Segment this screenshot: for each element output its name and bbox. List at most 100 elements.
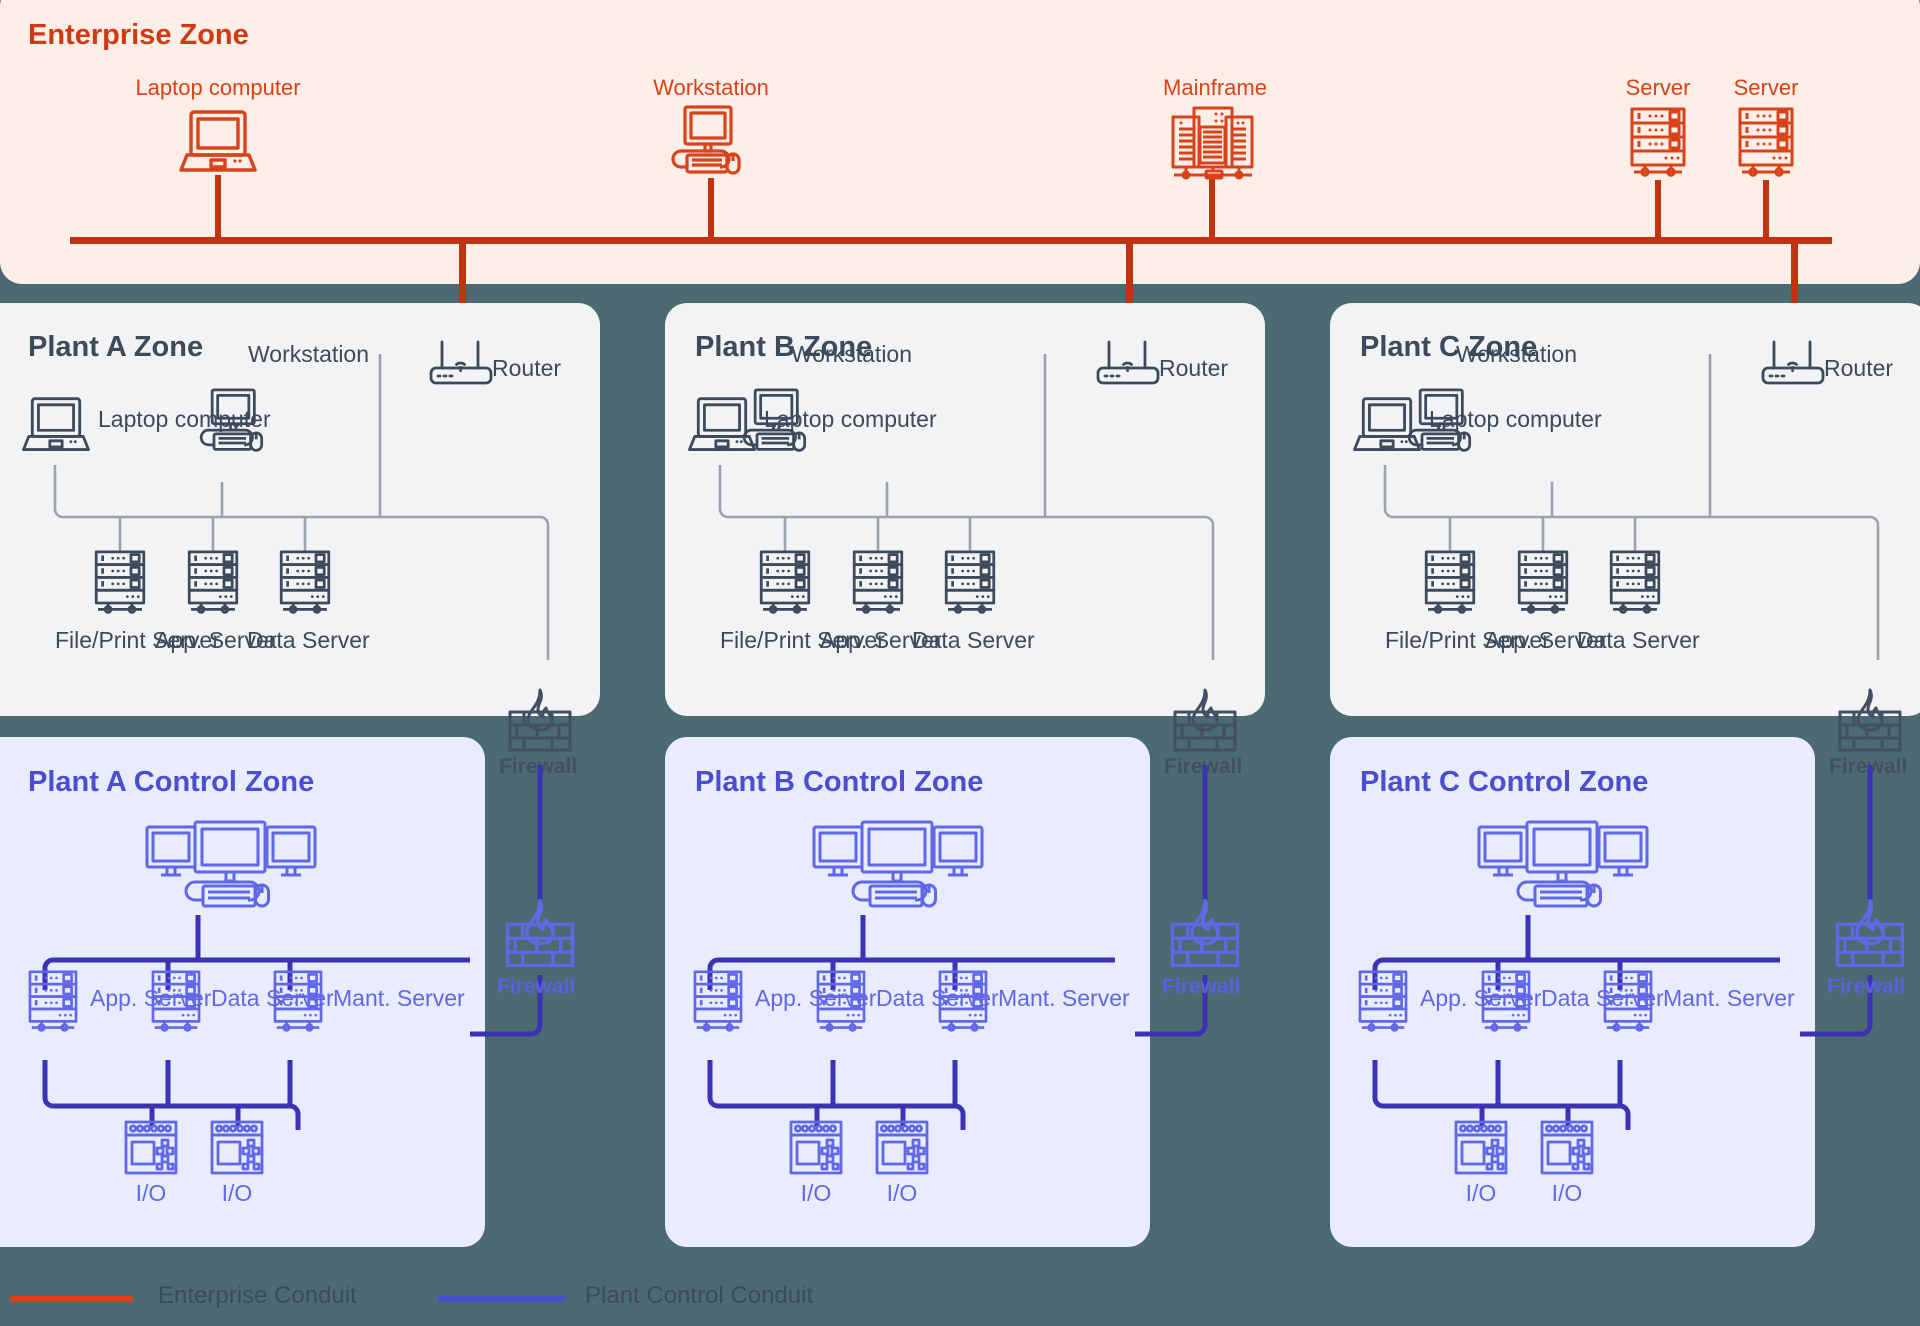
plant-a-control-server-label-2: Mant. Server [333, 985, 465, 1011]
server-icon [753, 550, 817, 614]
legend-label-control: Plant Control Conduit [585, 1282, 814, 1309]
firewall-icon [1166, 898, 1244, 970]
plant-a-workstation-label: Workstation [248, 341, 370, 367]
server-icon [88, 550, 152, 614]
multi-monitor-workstation-icon [1477, 820, 1652, 915]
server-icon [267, 970, 329, 1032]
plant-a-zone-panel [0, 303, 600, 716]
firewall-icon [1834, 688, 1906, 754]
plant-a-control-zone-title: Plant A Control Zone [28, 766, 315, 798]
server-icon [1731, 107, 1801, 177]
server-icon [22, 970, 84, 1032]
plant-a-io-label-0: I/O [135, 1180, 167, 1206]
server-icon [810, 970, 872, 1032]
plant-a-io-label-1: I/O [221, 1180, 253, 1206]
router-icon [428, 340, 494, 388]
plant-c-workstation-label: Workstation [1456, 341, 1578, 367]
enterprise-node-label-server-2: Server [1733, 75, 1799, 100]
enterprise-drop-plant-b [1126, 240, 1133, 315]
io-module-icon [1538, 1120, 1596, 1178]
multi-monitor-workstation-icon [145, 820, 320, 915]
plant-b-control-zone-title: Plant B Control Zone [695, 766, 984, 798]
plant-a-zone-title: Plant A Zone [28, 331, 204, 363]
plant-c-server-label-2: Data Server [1577, 627, 1700, 653]
plant-c-router-label: Router [1824, 355, 1894, 381]
enterprise-node-label-server-1: Server [1625, 75, 1691, 100]
enterprise-node-label-workstation: Workstation [653, 75, 769, 100]
server-icon [1475, 970, 1537, 1032]
plant-b-router-label: Router [1159, 355, 1229, 381]
laptop-icon [1351, 395, 1423, 455]
plant-c-io-label-0: I/O [1465, 1180, 1497, 1206]
legend-swatch-enterprise [10, 1296, 133, 1302]
plant-c-zone-title: Plant C Zone [1360, 331, 1538, 363]
plant-a-internal-wiring [53, 354, 550, 660]
enterprise-drop-server-1 [1655, 180, 1661, 240]
laptop-icon [20, 395, 92, 455]
plant-b-workstation-label: Workstation [791, 341, 913, 367]
plant-a-control-firewall-label: Firewall [497, 975, 576, 998]
router-icon [1760, 340, 1826, 388]
plant-c-internal-wiring [1383, 354, 1880, 660]
legend: Enterprise Conduit Plant Control Conduit [0, 1270, 1920, 1326]
legend-label-enterprise: Enterprise Conduit [158, 1282, 357, 1309]
plant-c-control-firewall-conduit [1800, 765, 1873, 1037]
server-icon [938, 550, 1002, 614]
firewall-icon [501, 898, 579, 970]
plant-a-router-label: Router [492, 355, 562, 381]
legend-swatch-control [437, 1296, 565, 1302]
plant-b-zone-panel [665, 303, 1265, 716]
enterprise-drop-workstation [708, 178, 714, 240]
plant-c-control-server-label-2: Mant. Server [1663, 985, 1795, 1011]
server-icon [273, 550, 337, 614]
workstation-icon [190, 388, 282, 454]
enterprise-node-label-mainframe: Mainframe [1163, 75, 1267, 100]
io-module-icon [122, 1120, 180, 1178]
plant-c-control-firewall-label: Firewall [1827, 975, 1906, 998]
plant-a-laptop-label: Laptop computer [98, 406, 271, 432]
plant-c-server-label-1: App. Server [1485, 627, 1607, 653]
server-icon [1597, 970, 1659, 1032]
plant-a-control-wiring [42, 915, 470, 1130]
enterprise-zone-panel [0, 0, 1920, 284]
plant-b-control-firewall-label: Firewall [1162, 975, 1241, 998]
server-icon [1352, 970, 1414, 1032]
server-icon [1603, 550, 1667, 614]
io-module-icon [1452, 1120, 1510, 1178]
laptop-icon [177, 108, 259, 176]
enterprise-conduit-bus [70, 237, 1832, 244]
server-icon [1511, 550, 1575, 614]
server-icon [846, 550, 910, 614]
mainframe-icon [1168, 105, 1258, 180]
plant-b-internal-wiring [718, 354, 1215, 660]
plant-b-server-label-2: Data Server [912, 627, 1035, 653]
server-icon [181, 550, 245, 614]
io-module-icon [208, 1120, 266, 1178]
server-icon [1418, 550, 1482, 614]
server-icon [687, 970, 749, 1032]
plant-b-control-firewall-conduit [1135, 765, 1208, 1037]
io-module-icon [787, 1120, 845, 1178]
plant-b-io-label-0: I/O [800, 1180, 832, 1206]
plant-a-control-firewall-conduit [470, 765, 543, 1037]
server-icon [1623, 107, 1693, 177]
plant-c-control-zone-title: Plant C Control Zone [1360, 766, 1649, 798]
plant-a-server-label-2: Data Server [247, 627, 370, 653]
enterprise-drop-server-2 [1763, 180, 1769, 240]
multi-monitor-workstation-icon [812, 820, 987, 915]
firewall-icon [1169, 688, 1241, 754]
server-icon [932, 970, 994, 1032]
enterprise-drop-laptop [215, 175, 221, 239]
enterprise-node-label-laptop: Laptop computer [135, 75, 301, 100]
enterprise-drop-plant-a [459, 240, 466, 315]
workstation-icon [1398, 388, 1490, 454]
plant-a-server-label-1: App. Server [155, 627, 277, 653]
plant-b-io-label-1: I/O [886, 1180, 918, 1206]
firewall-icon [1831, 898, 1909, 970]
enterprise-drop-plant-c [1791, 240, 1798, 315]
enterprise-zone-title: Enterprise Zone [28, 19, 249, 51]
plant-c-io-label-1: I/O [1551, 1180, 1583, 1206]
laptop-icon [686, 395, 758, 455]
server-icon [145, 970, 207, 1032]
